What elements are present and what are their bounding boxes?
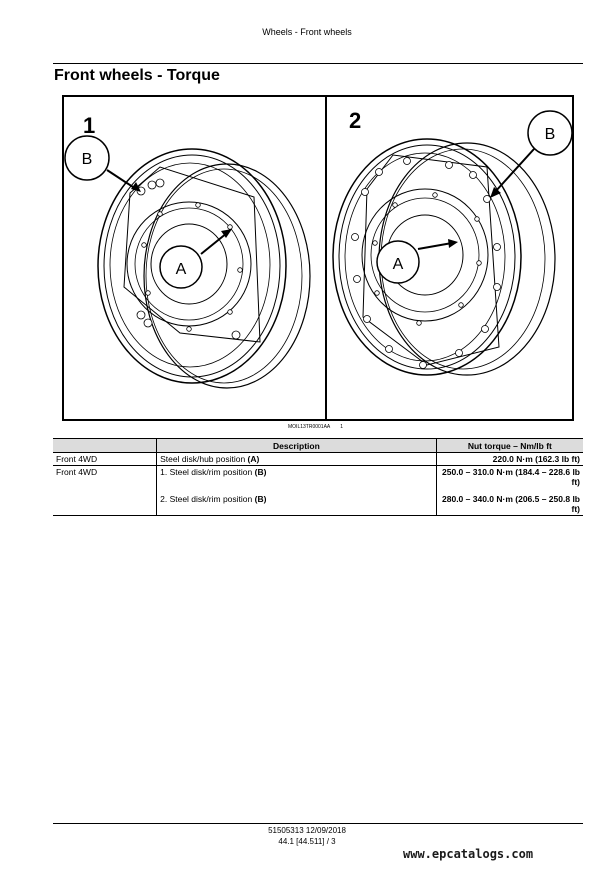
callout-b-2: B [545,126,556,143]
position-ref: (B) [254,494,267,504]
panel-1-number: 1 [83,113,95,138]
callout-a-2: A [393,256,404,273]
cell-model [53,488,157,516]
cell-torque: 220.0 N·m (162.3 lb ft) [435,452,583,466]
watermark: www.epcatalogs.com [403,847,534,861]
figure-panel-1: 1 A B [64,113,311,389]
cell-model: Front 4WD [53,465,157,488]
cell-model: Front 4WD [53,452,157,466]
running-header: Wheels - Front wheels [262,27,352,37]
cell-description: 2. Steel disk/rim position (B) [156,488,437,516]
table-row: Front 4WD 1. Steel disk/rim position (B)… [53,465,583,488]
figure-caption: MOIL13TR0001AA 1 [288,424,343,430]
section-title: Front wheels - Torque [54,67,220,84]
position-ref: (B) [254,467,267,477]
panel-2-number: 2 [349,108,361,133]
callout-a-1: A [176,261,187,278]
footer-doc-id: 51505313 12/09/2018 [268,826,346,835]
column-header-model [53,438,157,453]
table-row: 2. Steel disk/rim position (B) 280.0 – 3… [53,488,583,516]
column-header-description: Description [156,438,437,453]
column-header-torque: Nut torque – Nm/lb ft [435,438,583,453]
table-row: Front 4WD Steel disk/hub position (A) 22… [53,452,583,466]
header-rule [53,63,583,64]
cell-description: Steel disk/hub position (A) [156,452,437,466]
table-header-row: Description Nut torque – Nm/lb ft [53,438,583,453]
position-ref: (A) [247,454,260,464]
wheel-torque-figure: 1 A B [62,95,574,421]
figure-code: MOIL13TR0001AA [288,424,331,430]
cell-torque: 280.0 – 340.0 N·m (206.5 – 250.8 lb ft) [435,488,583,516]
footer-page-number: 44.1 [44.511] / 3 [278,837,336,846]
figure-divider [325,97,327,419]
torque-table: Description Nut torque – Nm/lb ft Front … [53,438,583,516]
callout-b-1: B [82,151,93,168]
figure-panel-2: 2 A B [332,108,573,376]
cell-torque: 250.0 – 310.0 N·m (184.4 – 228.6 lb ft) [435,465,583,488]
footer-rule [53,823,583,824]
figure-index: 1 [340,424,344,430]
cell-description: 1. Steel disk/rim position (B) [156,465,437,488]
